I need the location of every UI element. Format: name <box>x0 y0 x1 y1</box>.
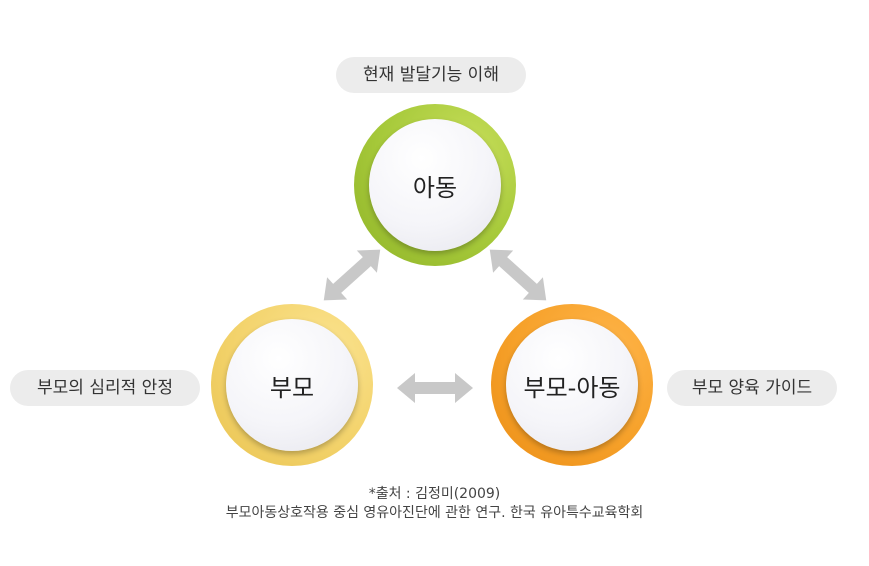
parent-child-node-label: 부모-아동 <box>506 319 638 451</box>
label-parenting-guide: 부모 양육 가이드 <box>667 370 837 406</box>
child-node-label: 아동 <box>369 119 501 251</box>
child-node: 아동 <box>354 104 516 266</box>
parent-child-node: 부모-아동 <box>491 304 653 466</box>
double-arrow-icon <box>397 373 473 403</box>
parent-node: 부모 <box>211 304 373 466</box>
double-arrow-icon <box>323 249 381 301</box>
label-current-development: 현재 발달기능 이해 <box>336 57 526 93</box>
source-citation: *출처 : 김정미(2009) <box>368 486 501 502</box>
label-parent-stability: 부모의 심리적 안정 <box>10 370 200 406</box>
double-arrow-icon <box>489 249 547 301</box>
parent-node-label: 부모 <box>226 319 358 451</box>
source-reference: 부모아동상호작용 중심 영유아진단에 관한 연구. 한국 유아특수교육학회 <box>225 505 644 521</box>
